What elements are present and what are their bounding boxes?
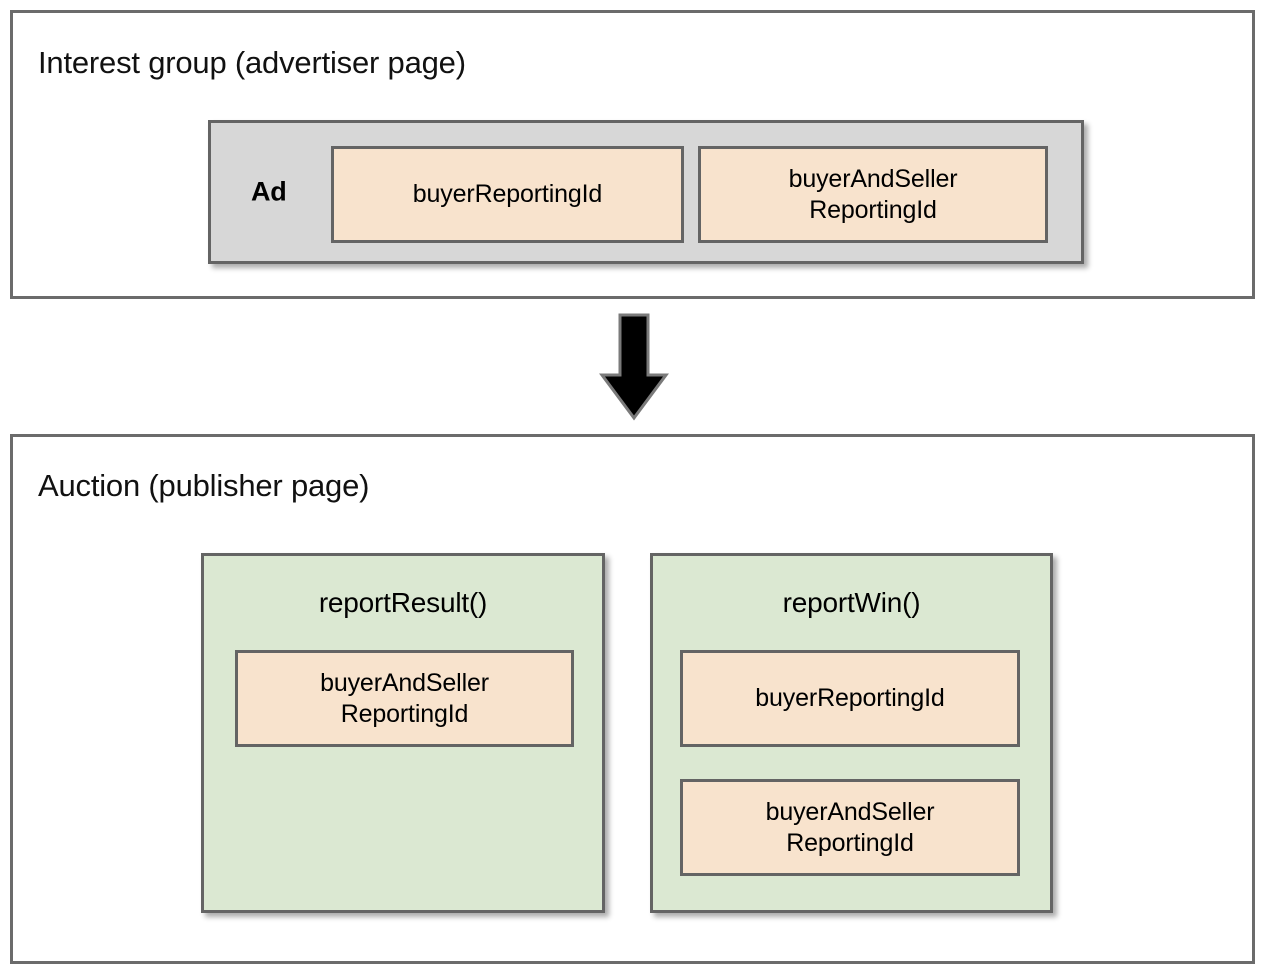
section-title-auction: Auction (publisher page): [38, 468, 370, 503]
reporting-id-label-line2: ReportingId: [809, 195, 937, 224]
ad-label: Ad: [251, 176, 287, 207]
reporting-id-label: buyerAndSeller ReportingId: [766, 797, 935, 859]
reporting-id-label-line2: ReportingId: [786, 828, 914, 857]
reporting-id-label-line1: buyerAndSeller: [320, 668, 489, 697]
function-name-report-win: reportWin(): [782, 587, 921, 618]
down-block-arrow-icon: [599, 313, 669, 421]
section-auction: Auction (publisher page): [10, 434, 1255, 964]
section-interest-group: Interest group (advertiser page) Ad buye…: [10, 10, 1255, 299]
reporting-id-label: buyerAndSeller ReportingId: [320, 668, 489, 730]
reporting-id-label: buyerReportingId: [755, 684, 945, 712]
reporting-id-label: buyerAndSeller ReportingId: [789, 164, 958, 226]
reporting-id-buyer-reporting-id: buyerReportingId: [331, 146, 684, 243]
section-title-interest-group: Interest group (advertiser page): [38, 45, 466, 80]
reporting-id-label-line2: ReportingId: [340, 699, 469, 728]
reporting-id-buyer-and-seller-reporting-id: buyerAndSeller ReportingId: [698, 146, 1048, 243]
function-box-report-result: reportResult() buyerAndSeller ReportingI…: [201, 553, 605, 913]
function-box-report-win: reportWin() buyerReportingId buyerAndSel…: [650, 553, 1053, 913]
reporting-id-buyer-and-seller-reporting-id: buyerAndSeller ReportingId: [680, 779, 1020, 876]
reporting-id-label-line1: buyerAndSeller: [765, 797, 935, 826]
function-name-report-result: reportResult(): [318, 587, 488, 618]
reporting-id-label-line1: buyerAndSeller: [788, 164, 958, 193]
ad-container: Ad buyerReportingId buyerAndSeller Repor…: [208, 120, 1084, 264]
reporting-id-label: buyerReportingId: [412, 180, 603, 208]
reporting-id-buyer-reporting-id: buyerReportingId: [680, 650, 1020, 747]
reporting-id-buyer-and-seller-reporting-id: buyerAndSeller ReportingId: [235, 650, 574, 747]
